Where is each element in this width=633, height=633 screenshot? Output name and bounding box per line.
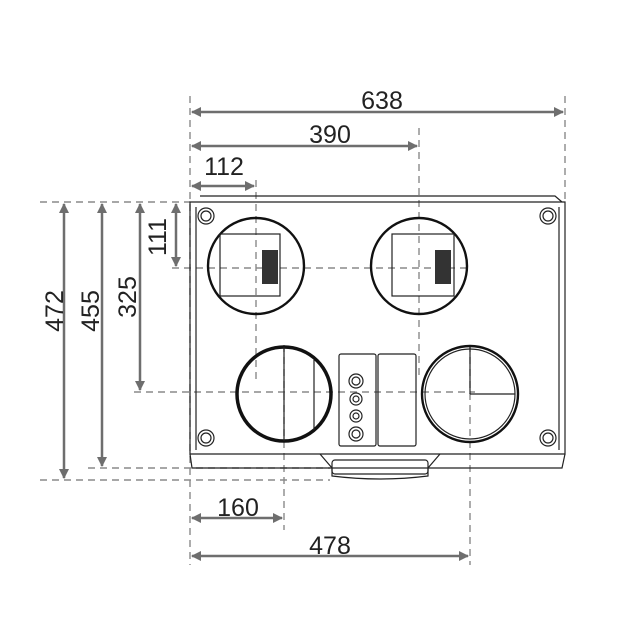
- dimension-labels: 638 390 112 111 325 455 472 160 478: [41, 87, 403, 560]
- upper-right-duct: [369, 216, 469, 316]
- lower-right-duct: [420, 344, 520, 444]
- label-112: 112: [204, 153, 244, 181]
- label-478: 478: [309, 532, 351, 560]
- unit-body: [189, 195, 566, 480]
- label-638: 638: [361, 87, 403, 115]
- label-111: 111: [144, 218, 172, 256]
- upper-left-duct: [206, 216, 306, 316]
- lower-left-duct: [235, 345, 333, 443]
- connection-panel: [338, 353, 417, 447]
- label-455: 455: [77, 290, 105, 332]
- extension-lines: [40, 96, 566, 565]
- label-325: 325: [114, 276, 142, 318]
- mounting-holes: [197, 207, 557, 447]
- dimension-lines: [59, 107, 564, 561]
- label-160: 160: [217, 494, 259, 522]
- label-472: 472: [41, 290, 69, 332]
- label-390: 390: [309, 121, 351, 149]
